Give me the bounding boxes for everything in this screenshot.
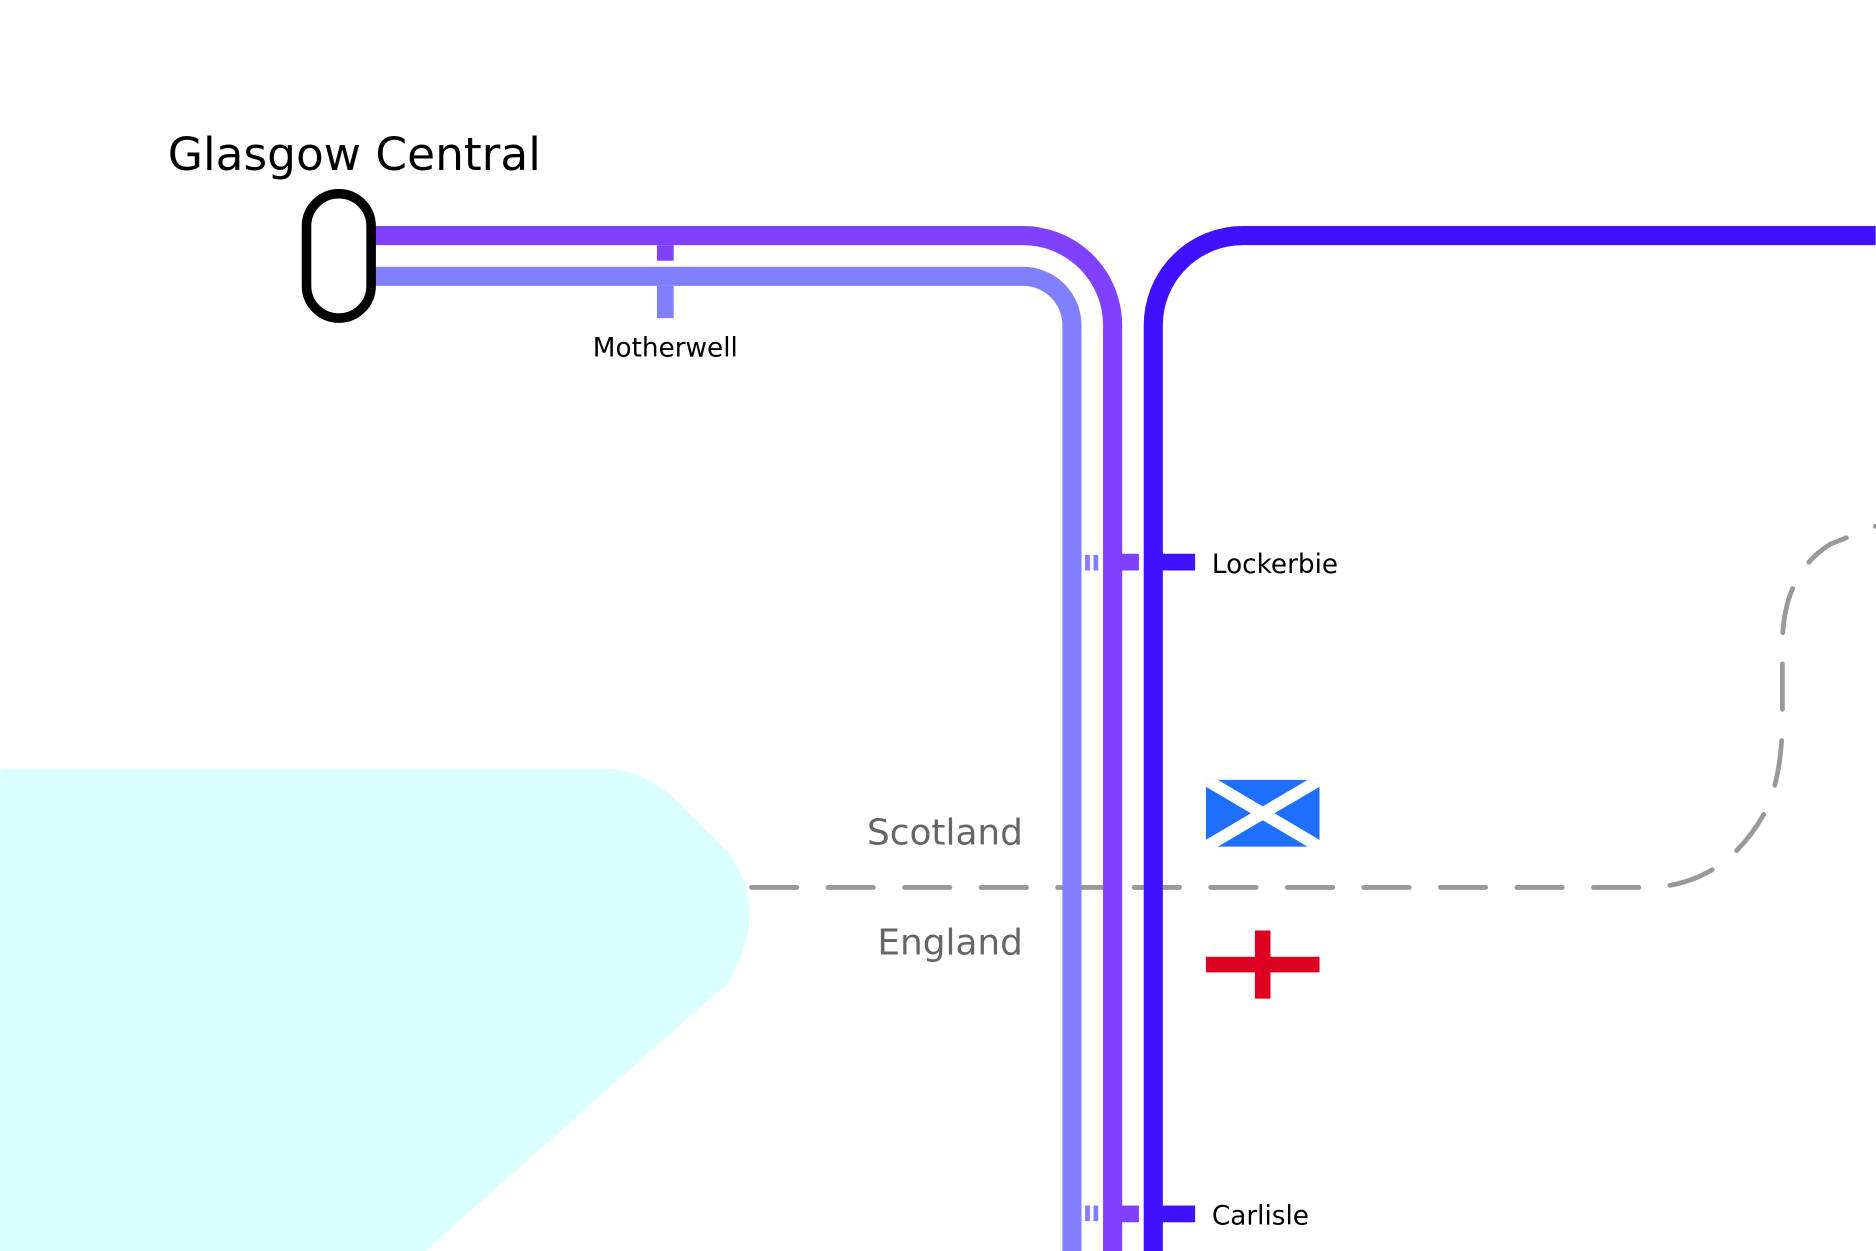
motherwell-tick-purple [656,245,674,261]
line-blue[interactable] [1143,226,1876,1251]
lockerbie-tick-blue [1160,553,1196,571]
lockerbie-tick-light-1 [1085,554,1090,571]
carlisle-tick-light-1 [1085,1205,1090,1222]
england-cross-icon [1205,930,1320,999]
carlisle-label: Carlisle [1212,1202,1309,1232]
scotland-label: Scotland [867,812,1023,853]
lockerbie-tick-purple [1119,553,1139,571]
carlisle-tick-blue [1160,1205,1196,1223]
carlisle-tick-purple [1119,1205,1139,1223]
glasgow-central-station[interactable] [301,188,376,323]
motherwell-tick-light [656,285,674,319]
motherwell-label: Motherwell [593,333,738,363]
glasgow-central-label: Glasgow Central [168,128,541,181]
line-light[interactable] [371,266,1082,1251]
england-label: England [877,922,1023,963]
carlisle-tick-light-2 [1093,1205,1099,1222]
lockerbie-label: Lockerbie [1212,550,1338,580]
line-purple[interactable] [371,226,1123,1251]
sea-area [0,769,750,1251]
lockerbie-tick-light-2 [1093,554,1099,571]
scotland-england-border [749,523,1876,890]
scotland-flag-icon [1205,779,1320,847]
